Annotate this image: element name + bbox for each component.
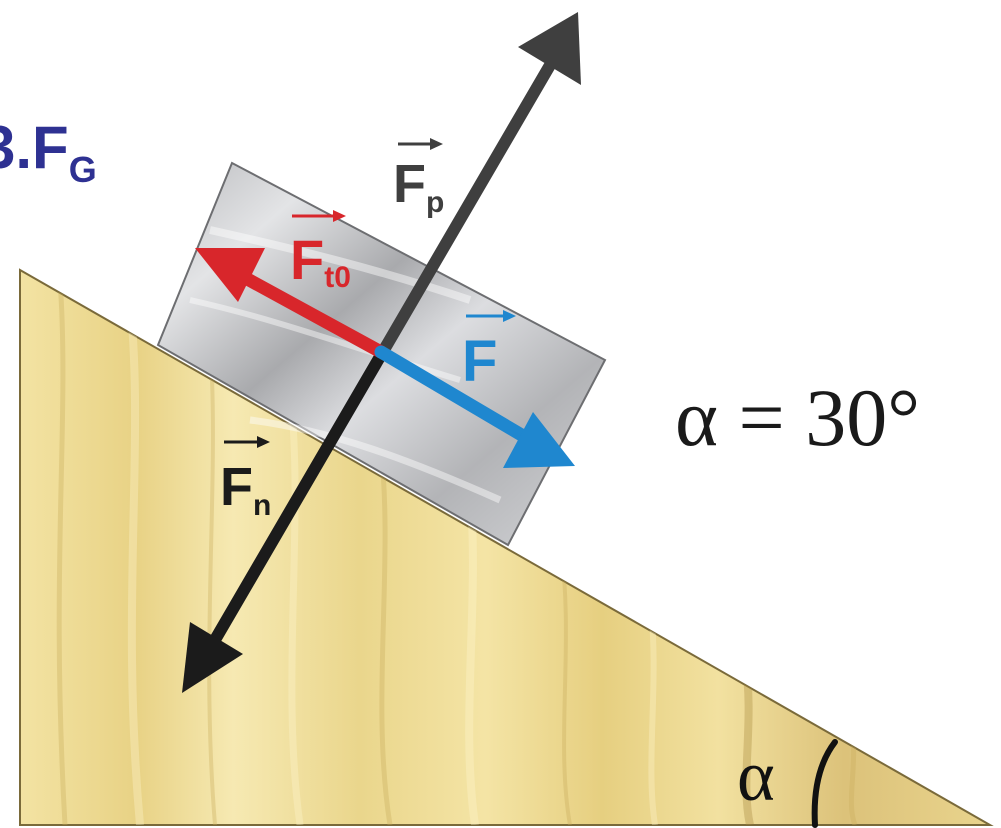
force-arrow-normal [182,349,387,693]
svg-text:F: F [462,329,497,394]
force-arrow-pull [375,12,581,361]
incline-wedge [19,268,994,826]
angle-arc [811,739,838,828]
block-sheen [189,226,502,504]
angle-equation: α = 30° [675,372,920,463]
force-arrow-friction [195,248,388,359]
force-arrow-applied [374,345,575,468]
label-friction: Ft0 [290,210,351,294]
svg-text:Fn: Fn [220,457,271,522]
svg-text:Ft0: Ft0 [290,228,351,294]
gravity-force-label: 3.FG [0,114,97,190]
label-pull: Fp [393,138,444,219]
wood-grain [56,279,858,825]
label-applied: F [462,310,516,394]
svg-text:Fp: Fp [393,154,444,219]
label-normal: Fn [220,436,271,522]
angle-symbol: α [737,736,775,816]
